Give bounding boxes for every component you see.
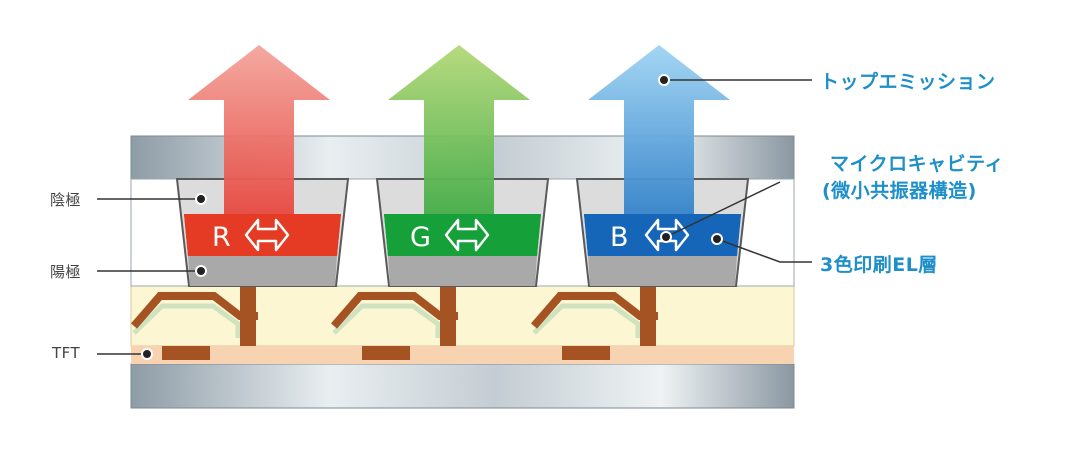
label-tft: TFT <box>52 344 81 362</box>
emission-arrow-red <box>188 45 330 256</box>
label-microcavity: マイクロキャビティ <box>830 153 1004 175</box>
emission-arrow-blue <box>588 45 730 256</box>
tft-structure-1 <box>130 286 258 360</box>
bottom-glass-substrate <box>130 363 795 409</box>
callout-lines-right <box>664 79 812 263</box>
subpixel-letter-r: R <box>212 222 231 253</box>
callout-dots-right <box>658 74 723 245</box>
tft-structure-2 <box>330 286 458 360</box>
emission-arrow-green <box>388 45 530 256</box>
callout-dots-left <box>141 193 207 360</box>
label-cathode: 陰極 <box>50 191 82 209</box>
label-microcavity-sub: (微小共振器構造) <box>822 180 977 202</box>
subpixel-letter-b: B <box>610 222 629 253</box>
callout-lines-left <box>97 198 200 355</box>
resonance-arrows-icon <box>244 218 690 252</box>
label-top-emission: トップエミッション <box>820 71 996 93</box>
tft-structure-3 <box>530 286 658 360</box>
label-printed-el-layer: 3色印刷EL層 <box>820 254 938 276</box>
tft-base-layer <box>131 346 794 364</box>
label-anode: 陽極 <box>50 263 82 281</box>
subpixel-letter-g: G <box>410 222 431 253</box>
